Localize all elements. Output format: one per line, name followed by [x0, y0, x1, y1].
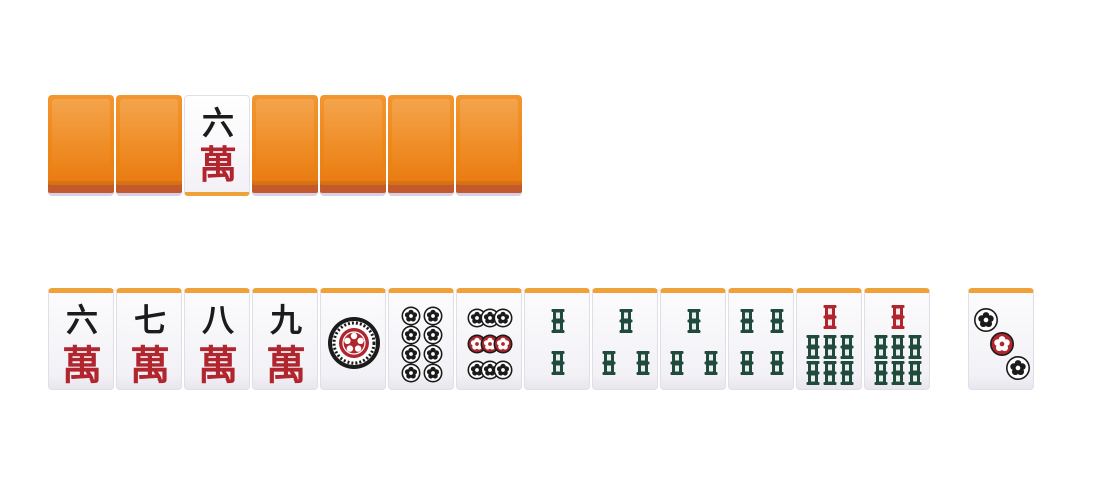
- red-circle-pip-icon: [493, 334, 513, 354]
- bamboo-stick-icon: [770, 309, 784, 333]
- circle-pip-icon: [1006, 356, 1030, 380]
- tile-back: [456, 95, 522, 196]
- player-hand: 六 萬 七 萬 八 萬 九 萬: [48, 288, 1048, 392]
- circle-pip-icon: [401, 363, 421, 383]
- circles-3-face: [974, 308, 1030, 380]
- tile-numeral: 六: [66, 301, 98, 339]
- bamboo-stick-icon: [551, 309, 565, 333]
- hand-tile-bamboo-3[interactable]: [592, 288, 658, 390]
- hand-tile-characters-7[interactable]: 七 萬: [116, 288, 182, 390]
- bamboo-stick-icon: [687, 309, 701, 333]
- circle-pip-icon: [423, 306, 443, 326]
- hand-tile-characters-9[interactable]: 九 萬: [252, 288, 318, 390]
- opponent-tile-row: 六 萬: [48, 95, 528, 199]
- circle-pip-icon: [467, 360, 487, 380]
- bamboo-stick-icon: [823, 335, 837, 359]
- hand-tile-bamboo-2[interactable]: [524, 288, 590, 390]
- bamboo-stick-icon: [874, 361, 888, 385]
- character-tile-face: 八 萬: [198, 301, 238, 389]
- bamboo-stick-icon: [740, 309, 754, 333]
- bamboo-3-face: [670, 309, 718, 375]
- hand-tile-bamboo-4[interactable]: [728, 288, 794, 390]
- bamboo-stick-icon: [891, 335, 905, 359]
- circle-pip-icon: [493, 308, 513, 328]
- circles-8-face: [401, 306, 443, 383]
- circle-pip-icon: [401, 325, 421, 345]
- bamboo-3-face: [602, 309, 650, 375]
- tile-suit-character: 萬: [198, 342, 238, 389]
- circle-pip-icon: [493, 360, 513, 380]
- tile-back: [48, 95, 114, 196]
- tile-numeral: 八: [202, 301, 235, 339]
- bamboo-stick-icon: [619, 309, 633, 333]
- bamboo-stick-icon: [806, 335, 820, 359]
- hand-tile-characters-8[interactable]: 八 萬: [184, 288, 250, 390]
- bamboo-stick-icon: [704, 351, 718, 375]
- hand-tile-circles-1[interactable]: [320, 288, 386, 390]
- hand-tile-bamboo-7[interactable]: [864, 288, 930, 390]
- hand-tile-bamboo-3[interactable]: [660, 288, 726, 390]
- bamboo-4-face: [740, 309, 784, 375]
- bamboo-stick-icon: [891, 361, 905, 385]
- red-circle-pip-icon: [990, 332, 1014, 356]
- circle-pip-icon: [401, 306, 421, 326]
- bamboo-stick-icon: [551, 351, 565, 375]
- bamboo-stick-icon: [636, 351, 650, 375]
- red-circle-pip-icon: [480, 334, 500, 354]
- red-bamboo-stick-icon: [891, 305, 905, 329]
- character-tile-face: 七 萬: [130, 301, 170, 389]
- circle-pip-icon: [423, 344, 443, 364]
- tile-back: [252, 95, 318, 196]
- hand-tile-characters-6[interactable]: 六 萬: [48, 288, 114, 390]
- bamboo-stick-icon: [908, 361, 922, 385]
- drawn-tile-circles-3[interactable]: [968, 288, 1034, 390]
- tile-suit-character: 萬: [130, 342, 170, 389]
- red-bamboo-stick-icon: [823, 305, 837, 329]
- tile-numeral: 七: [134, 301, 166, 339]
- bamboo-stick-icon: [823, 361, 837, 385]
- tile-back: [116, 95, 182, 196]
- character-tile-face: 六 萬: [62, 301, 102, 389]
- tile-suit-character: 萬: [266, 342, 306, 389]
- bamboo-stick-icon: [874, 335, 888, 359]
- bamboo-stick-icon: [840, 361, 854, 385]
- circles-1-face: [328, 317, 380, 369]
- bamboo-stick-icon: [908, 335, 922, 359]
- tile-back: [388, 95, 454, 196]
- hand-tile-bamboo-7[interactable]: [796, 288, 862, 390]
- tile-suit-character: 萬: [62, 342, 102, 389]
- circle-pip-icon: [423, 325, 443, 345]
- tile-characters-6-face-up: 六 萬: [184, 95, 250, 196]
- hand-tile-circles-8[interactable]: [388, 288, 454, 390]
- character-tile-face: 九 萬: [266, 301, 306, 389]
- bamboo-7-face: [874, 305, 922, 385]
- red-circle-pip-icon: [467, 334, 487, 354]
- bamboo-2-face: [551, 309, 565, 375]
- bamboo-stick-icon: [770, 351, 784, 375]
- tile-suit-character: 萬: [199, 142, 237, 187]
- tile-numeral: 九: [270, 301, 302, 339]
- circles-9-face: [467, 308, 513, 380]
- hand-tile-circles-9[interactable]: [456, 288, 522, 390]
- circle-pip-icon: [480, 360, 500, 380]
- bamboo-stick-icon: [740, 351, 754, 375]
- character-tile-face: 六 萬: [199, 104, 237, 187]
- bamboo-stick-icon: [602, 351, 616, 375]
- circle-pip-icon: [974, 308, 998, 332]
- circle-pip-icon: [401, 344, 421, 364]
- bamboo-stick-icon: [840, 335, 854, 359]
- tile-numeral: 六: [202, 104, 234, 142]
- circle-pip-icon: [423, 363, 443, 383]
- bamboo-stick-icon: [806, 361, 820, 385]
- bamboo-stick-icon: [670, 351, 684, 375]
- bamboo-7-face: [806, 305, 854, 385]
- circle-pip-icon: [467, 308, 487, 328]
- tile-back: [320, 95, 386, 196]
